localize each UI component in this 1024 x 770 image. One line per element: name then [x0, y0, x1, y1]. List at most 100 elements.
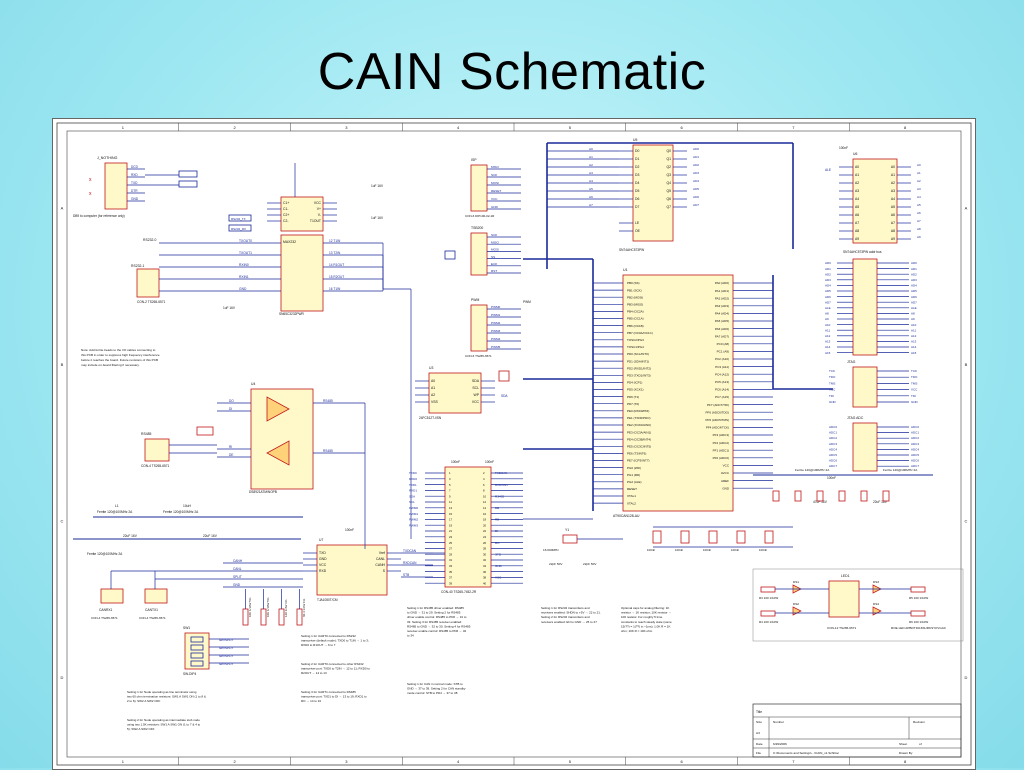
rs485-jumper-note: to GND → 31 to 29. Setting 2 for RS485 [407, 611, 461, 615]
pwm-header-net: PWM0 [491, 305, 501, 309]
tsb-header-net: MOSI [491, 248, 499, 252]
addr-header-net-left: AD0 [825, 261, 831, 265]
big-header-pin-num: 5 [449, 483, 451, 487]
big-header-pin-num: 1 [449, 471, 451, 475]
mcu-left-pin-label: PE6 (T3/INT6) [627, 452, 646, 456]
avcc-ferrite: Ferrite 120@100MHz 2A [795, 468, 830, 472]
rs485-con-label: CON-4 TS265-6571 [141, 464, 170, 468]
decoupling-cap [736, 530, 746, 544]
addr-header-net-left: A12 [825, 334, 831, 338]
tsb-header-net: MISO [491, 240, 500, 244]
led-resistor-label: R5 100 1/10W [909, 596, 928, 600]
dip-net: termSPLIT [219, 646, 234, 650]
rs232-tx-box [228, 214, 252, 222]
filter-note: constants to reach steady state (some [621, 620, 672, 624]
adc-net-left: ADC3 [829, 442, 837, 446]
big-header-pin-num: 39 [449, 581, 453, 585]
jumper-note: Setting 2 for Node operating as intermed… [127, 718, 200, 722]
big-header-net-right: VCC [495, 576, 502, 580]
rs485-net: DO [229, 399, 234, 403]
eeprom-right-pin-label: WP [474, 393, 480, 397]
latch-net: A5 [589, 187, 593, 191]
led-note: ROE LED APBDT1616SURKSYKVGAC [891, 626, 947, 630]
max232-right-net: 13 T2IN [329, 251, 341, 255]
addr-header-net-left: AD3 [825, 278, 831, 282]
eeprom-chip [428, 372, 482, 414]
filter-note: resistor → 1K resistor; 10K resistor → [621, 611, 671, 615]
big-header-net-left: PWM3 [409, 523, 418, 527]
addr-header-net-right: AD0 [911, 261, 917, 265]
header-cap-label: 100nF [451, 460, 460, 464]
frame-column-marker: 8 [904, 759, 907, 764]
led-resistor [910, 610, 926, 617]
ferrite-label-2: Ferrite 120@100MHz 2A [87, 552, 123, 556]
addr-header-net-right: AD6 [911, 295, 917, 299]
jtag-net-right: TDO [911, 375, 918, 379]
jumper-note: Setting 1 for Node operating as line ter… [127, 690, 197, 694]
title-block-size-value: A3 [756, 731, 760, 735]
mcu-left-pin-label: PB6 (OC1B) [627, 324, 644, 328]
mcu-left-pin-label: PD5 (XCK1) [627, 388, 644, 392]
frame-column-marker: 4 [457, 759, 460, 764]
latch-ctl-pin-label: OE [635, 229, 641, 233]
frame-column-marker: 6 [681, 759, 684, 764]
big-header-pin-num: 15 [449, 512, 453, 516]
mcu-left-pin-label: RESET [627, 487, 637, 491]
mcu-right-pin-label: PC1 (A9) [717, 350, 729, 354]
big-header-net-left: PWM2 [409, 518, 418, 522]
sram-ale: ALE [825, 168, 831, 172]
pwm-header-net: PWM1 [491, 313, 501, 317]
title-block-title: Title [756, 710, 762, 714]
mcu-left-pin-label: PE1 (TXD0/PDO) [627, 416, 651, 420]
mcu-left-pin-label: PD0 (SCL/INT0) [627, 352, 649, 356]
rs232-mode-note: Setting 1 for RS232 transmitters and [541, 606, 590, 610]
adc-net-right: ADC6 [911, 459, 919, 463]
adc-net-left: ADC1 [829, 431, 837, 435]
canrx-label: CANRX1 [99, 608, 113, 612]
led-ref: DS2 [793, 602, 799, 606]
analog-filter-cap [772, 490, 780, 502]
leds-con-label: CON-12 TS265-6571 [827, 626, 856, 630]
adc-header [852, 422, 878, 472]
jumper-note: using two 1.5K resistors: SW1 A SW1 ON (… [127, 723, 201, 727]
title-block-revision: Revision [913, 720, 925, 724]
adc-net-left: ADC2 [829, 436, 837, 440]
can-net-label: SPLIT [233, 575, 242, 579]
big-header-pin-num: 11 [449, 500, 452, 504]
mcu-left-pin-label: PB3 (MISO) [627, 303, 643, 307]
can-pins-left-pin-label: TXD [319, 551, 326, 555]
no-connect-mark: x [89, 177, 92, 183]
sram-net: A8 [917, 227, 921, 231]
latch-ctl-pin-label: LE [635, 221, 640, 225]
big-header-pin-num: 26 [483, 541, 487, 545]
big-header-pin-num: 32 [483, 558, 487, 562]
mcu-right-pin-label: PA0 (AD0) [715, 281, 729, 285]
title-block-size: Size [756, 720, 762, 724]
jtag-net-left: TDO [829, 375, 836, 379]
termination-resistor-label: 120 1/4W 1% [284, 599, 288, 617]
analog-filter-cap [882, 490, 890, 502]
jtag-net-right: GND [911, 400, 919, 404]
addr-header-title: SN74AHC573PW addr bus [843, 250, 882, 254]
rs485-net: RS485 [323, 399, 333, 403]
rs232-net-label: RXIN0 [239, 263, 249, 267]
latch-net: A6 [589, 195, 593, 199]
sram-net: A4 [917, 195, 921, 199]
can-net-label: CANH [233, 559, 243, 563]
dip-toggle [190, 636, 204, 643]
addr-header-net-left: A15 [825, 351, 831, 355]
ferrite-label: Ferrite 120@100MHz 2A [97, 510, 133, 514]
mcu-right-pin-label: PA1 (AD1) [715, 289, 729, 293]
can-mode-note: mode control: STB to PD4 → 37 to 38 [407, 691, 458, 695]
mcu-part: AT90CAN128-AU [613, 514, 640, 518]
addr-header-net-left: A8 [825, 312, 829, 316]
big-header-pin-num: 24 [483, 535, 487, 539]
big-header-net-left: TXD0 [409, 471, 417, 475]
max232-upper-right-pin-label: V+ [317, 207, 321, 211]
addr-header [852, 258, 878, 356]
can-net-label: STB [403, 573, 409, 577]
mcu-right-pin-label: PF1 (ADC1) [713, 448, 729, 452]
eeprom-right-pin-label: VCC [472, 400, 480, 404]
max232-upper-left-pin-label: C1+ [283, 201, 289, 205]
